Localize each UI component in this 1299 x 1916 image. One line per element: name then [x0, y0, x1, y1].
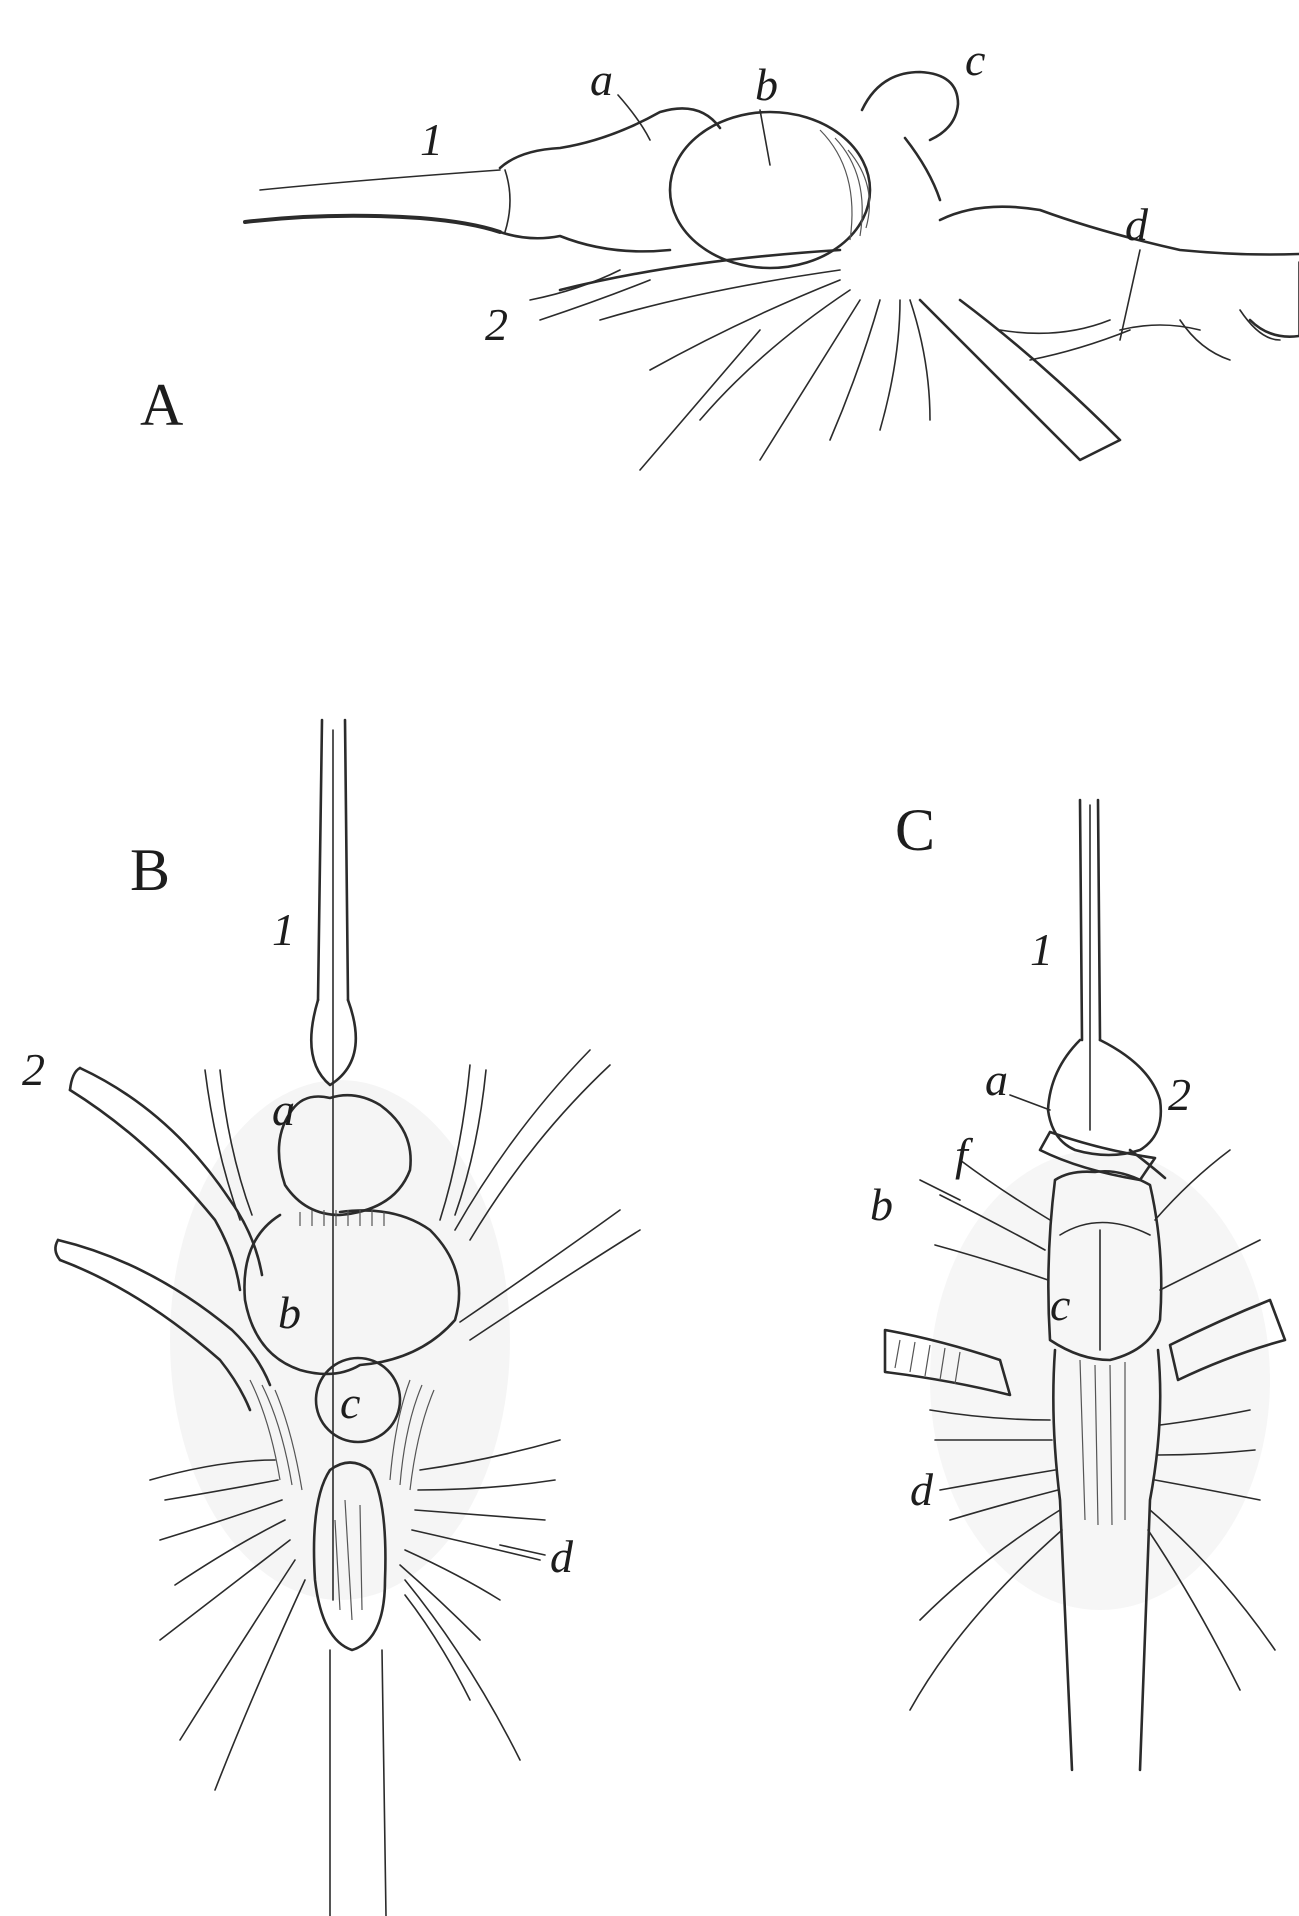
- panel-b-label-b: b: [278, 1287, 301, 1338]
- panel-b-label-2: 2: [22, 1044, 45, 1095]
- panel-a-label-a: a: [590, 54, 613, 105]
- panel-a-label-2: 2: [485, 299, 508, 350]
- panel-b-label-1: 1: [272, 904, 295, 955]
- panel-b-label-a: a: [272, 1084, 295, 1135]
- panel-b-label-c: c: [340, 1377, 360, 1428]
- panel-c-label-2: 2: [1168, 1069, 1191, 1120]
- panel-b-label-d: d: [550, 1531, 574, 1582]
- panel-c-label-f: f: [955, 1129, 974, 1180]
- panel-a-drawing: [245, 72, 1299, 470]
- panel-c-label-d: d: [910, 1464, 934, 1515]
- panel-c-letter: C: [895, 797, 935, 863]
- panel-a-letter: A: [140, 372, 183, 438]
- panel-c-label-c: c: [1050, 1279, 1070, 1330]
- panel-a-label-b: b: [755, 59, 778, 110]
- panel-a-label-c: c: [965, 34, 985, 85]
- panel-c-label-1: 1: [1030, 924, 1053, 975]
- panel-b-letter: B: [130, 837, 170, 903]
- panel-a-label-d: d: [1125, 199, 1149, 250]
- panel-c-drawing: [885, 800, 1285, 1770]
- panel-c-label-b: b: [870, 1179, 893, 1230]
- panel-c-label-a: a: [985, 1054, 1008, 1105]
- panel-a-label-1: 1: [420, 114, 443, 165]
